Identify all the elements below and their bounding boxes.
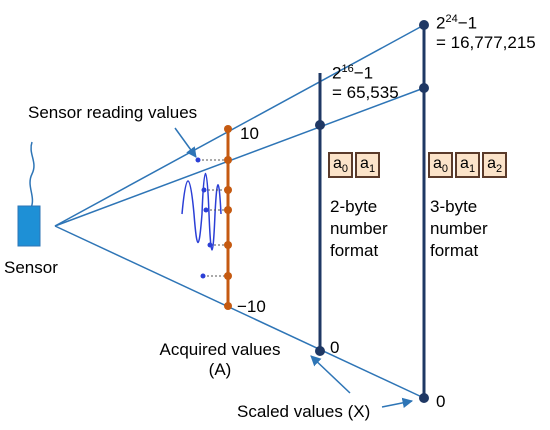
sensor-cable	[29, 141, 35, 209]
two-byte-boxes: a0 a1	[328, 152, 381, 179]
sensor-label: Sensor	[4, 258, 58, 277]
two-byte-axis-max-dot	[315, 120, 325, 130]
two-byte-exponent: 16	[341, 63, 354, 75]
acquired-max-label: 10	[240, 124, 259, 143]
two-byte-zero-label: 0	[330, 338, 340, 357]
acquired-values-line2: (A)	[208, 359, 232, 379]
byte-box: a0	[328, 152, 354, 179]
scaled-arrow-right	[381, 397, 414, 409]
acquired-values-line1: Acquired values	[159, 340, 281, 359]
two-byte-axis-zero-dot	[315, 346, 325, 356]
three-byte-max-value: = 16,777,215	[436, 33, 536, 53]
acquired-min-label: −10	[237, 297, 266, 316]
acquired-values-label: Acquired values (A)	[144, 340, 296, 379]
sensor-reading-label: Sensor reading values	[28, 103, 198, 122]
ray-bottom	[54, 225, 425, 399]
two-byte-max-value: = 65,535	[332, 83, 399, 103]
sampling-lines	[198, 159, 228, 277]
three-byte-boxes: a0 a1 a2	[428, 152, 508, 179]
byte-box: a0	[428, 152, 454, 179]
byte-box: a1	[455, 152, 481, 179]
three-byte-format-label: 3-byte number format	[430, 197, 488, 261]
three-byte-axis-zero-dot	[419, 393, 429, 403]
scaled-arrow-left	[310, 355, 351, 394]
three-byte-zero-label: 0	[436, 392, 446, 411]
three-byte-axis-max-dot	[419, 20, 429, 30]
ray-top-outer	[54, 24, 425, 227]
two-byte-format-label: 2-byte number format	[330, 197, 388, 261]
sample-dots	[195, 157, 213, 279]
scaled-values-label: Scaled values (X)	[237, 402, 371, 421]
byte-box: a2	[482, 152, 508, 179]
ray-top-inner	[54, 87, 425, 227]
acquired-axis-markers	[224, 125, 232, 310]
waveform	[181, 173, 222, 251]
sensor-icon	[17, 205, 41, 247]
byte-box: a1	[355, 152, 381, 179]
three-byte-max-label: 224−1 = 16,777,215	[436, 13, 536, 53]
two-byte-max-label: 216−1 = 65,535	[332, 63, 399, 103]
three-byte-exponent: 24	[445, 13, 458, 25]
projection-rays	[54, 24, 425, 399]
sensor-reading-arrow	[174, 127, 197, 158]
three-byte-axis-mid-dot	[419, 83, 429, 93]
